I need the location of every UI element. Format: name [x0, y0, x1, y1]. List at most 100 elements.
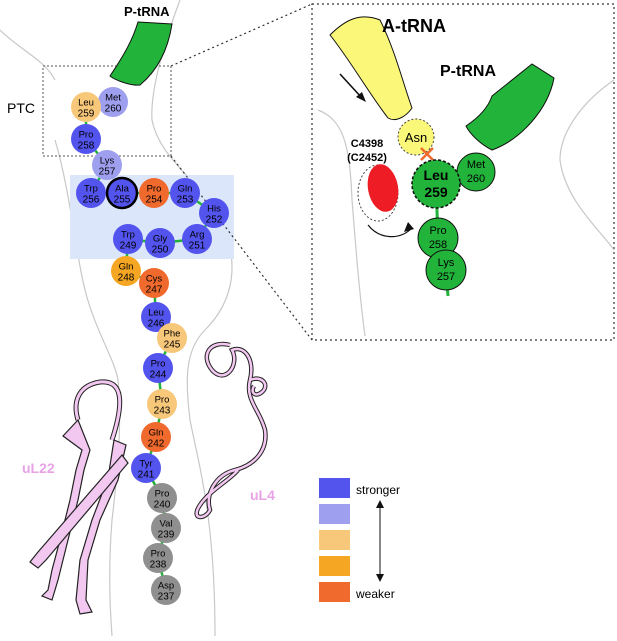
residue-circle — [151, 575, 181, 605]
residue-number: 245 — [164, 340, 181, 351]
legend-swatch-stronger — [319, 478, 350, 498]
residue-circle — [143, 353, 173, 383]
ptc-label: PTC — [7, 100, 35, 116]
residue-name: His — [207, 204, 221, 215]
p-trna-shape — [109, 21, 173, 86]
residue-name: Gln — [149, 428, 164, 439]
residue-circle — [113, 224, 143, 254]
inset-leu-name: Leu — [424, 167, 449, 183]
inset-lys-name: Lys — [438, 257, 455, 269]
inset-met-name: Met — [467, 159, 485, 171]
inset-c2452-label: (C2452) — [347, 152, 387, 164]
residue-number: 259 — [78, 109, 95, 120]
residue-circle — [147, 483, 177, 513]
residue-number: 250 — [152, 245, 169, 256]
residue-circle — [199, 198, 229, 228]
residue-number: 258 — [78, 141, 95, 152]
ul4-label: uL4 — [250, 487, 275, 503]
residue-name: Pro — [155, 395, 170, 406]
residue-circle — [182, 224, 212, 254]
residue-name: Gln — [178, 184, 193, 195]
residue-number: 246 — [148, 319, 165, 330]
inset-leu-num: 259 — [424, 184, 448, 200]
ul22-label: uL22 — [22, 460, 55, 476]
residue-circle — [139, 268, 169, 298]
legend-swatch-red_orange — [319, 582, 350, 602]
residue-circle — [147, 389, 177, 419]
residue-number: 256 — [83, 195, 100, 206]
legend-arrow-down-icon — [376, 574, 384, 582]
residue-name: Lys — [100, 156, 115, 167]
p-trna-label: P-tRNA — [124, 4, 170, 19]
residue-number: 249 — [120, 241, 137, 252]
ul4-loop — [194, 341, 268, 520]
residue-circle — [141, 422, 171, 452]
residue-circle — [92, 150, 122, 180]
residue-name: Cys — [146, 274, 163, 285]
residue-circle — [71, 124, 101, 154]
inset-met-num: 260 — [467, 173, 485, 185]
tunnel-wall-right — [151, 0, 233, 637]
residue-number: 238 — [150, 560, 167, 571]
residue-chain: Met260Leu259Pro258Lys257Trp256Ala255Pro2… — [71, 87, 229, 605]
inset-c4398-label: C4398 — [351, 138, 383, 150]
residue-circle — [145, 228, 175, 258]
legend-swatch-medium — [319, 504, 350, 524]
residue-number: 248 — [118, 273, 135, 284]
residue-number: 253 — [177, 195, 194, 206]
residue-circle — [139, 178, 169, 208]
residue-circle — [71, 92, 101, 122]
residue-number: 240 — [154, 500, 171, 511]
inset-asn-label: Asn — [405, 130, 427, 145]
legend-swatch-light_orange — [319, 530, 350, 550]
residue-number: 241 — [138, 470, 155, 481]
residue-circle — [151, 513, 181, 543]
residue-number: 254 — [146, 195, 163, 206]
residue-circle — [143, 543, 173, 573]
inset-pro-name: Pro — [429, 225, 446, 237]
residue-number: 243 — [154, 406, 171, 417]
residue-name: Val — [159, 519, 172, 530]
legend-swatch-orange — [319, 556, 350, 576]
inset-panel — [311, 3, 615, 341]
inset-lys-num: 257 — [437, 271, 455, 283]
residue-number: 255 — [114, 195, 131, 206]
residue-name: Ala — [115, 184, 129, 195]
residue-name: Leu — [148, 308, 164, 319]
residue-name: Gly — [153, 234, 168, 245]
residue-name: Pro — [147, 184, 162, 195]
residue-number: 251 — [189, 241, 206, 252]
residue-number: 247 — [146, 285, 163, 296]
residue-name: Arg — [190, 230, 205, 241]
legend-stronger-label: stronger — [356, 483, 400, 497]
residue-name: Leu — [78, 98, 94, 109]
residue-name: Pro — [79, 130, 94, 141]
residue-number: 260 — [105, 104, 122, 115]
residue-circle — [170, 178, 200, 208]
residue-name: Asp — [158, 581, 174, 592]
inset-p-trna-label: P-tRNA — [440, 63, 496, 80]
inset-a-trna-label: A-tRNA — [382, 16, 446, 36]
residue-circle — [141, 302, 171, 332]
